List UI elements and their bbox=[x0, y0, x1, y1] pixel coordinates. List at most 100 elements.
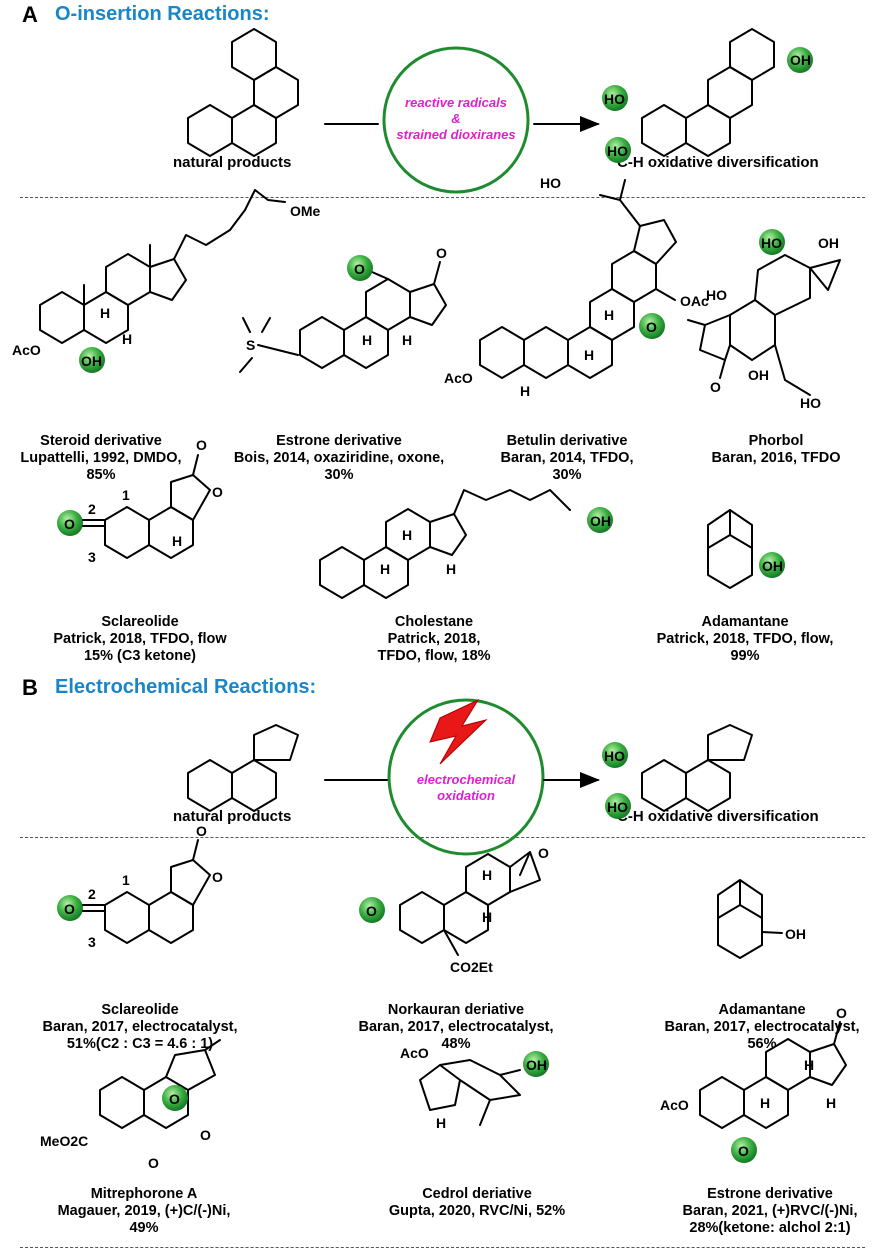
compound-detail: 28%(ketone: alchol 2:1) bbox=[689, 1220, 851, 1236]
structure-adamantane-a: OH bbox=[707, 509, 785, 589]
compound-name: Adamantane bbox=[718, 1002, 806, 1018]
ball-icon bbox=[587, 507, 613, 533]
atom-label: H bbox=[760, 1095, 770, 1111]
atom-label: O bbox=[738, 1143, 749, 1159]
atom-label: OH bbox=[818, 235, 839, 251]
atom-label: AcO bbox=[12, 342, 41, 358]
atom-label: HO bbox=[706, 287, 727, 303]
atom-label: O bbox=[200, 1127, 211, 1143]
compound-detail: Patrick, 2018, bbox=[387, 631, 481, 647]
divider bbox=[20, 1247, 865, 1248]
ball-icon bbox=[347, 255, 373, 281]
hydroxyl-label: HO bbox=[607, 143, 628, 159]
atom-label: H bbox=[100, 305, 110, 321]
compound-detail: Baran, 2017, electrocatalyst, bbox=[664, 1019, 860, 1035]
atom-label: H bbox=[380, 561, 390, 577]
divider bbox=[20, 197, 865, 198]
atom-label: OH bbox=[81, 353, 102, 369]
hydroxyl-label: HO bbox=[604, 91, 625, 107]
scheme-a-start-structure bbox=[187, 28, 299, 157]
compound-detail: Patrick, 2018, TFDO, flow bbox=[53, 631, 227, 647]
compound-detail: Lupattelli, 1992, DMDO, bbox=[20, 450, 182, 466]
compound-name: Estrone derivative bbox=[707, 1186, 833, 1202]
ball-icon bbox=[639, 313, 665, 339]
atom-label: OH bbox=[526, 1057, 547, 1073]
scheme-a-product-structure: HO HO OH bbox=[602, 28, 813, 163]
ball-icon bbox=[731, 1137, 757, 1163]
caption-adamantane-a: Adamantane Patrick, 2018, TFDO, flow, 99… bbox=[657, 614, 834, 665]
structure-estrone-derivative-a: O O S H H bbox=[239, 245, 447, 373]
caption-phorbol: Phorbol Baran, 2016, TFDO bbox=[712, 433, 841, 467]
ball-icon bbox=[523, 1051, 549, 1077]
ball-icon bbox=[57, 510, 83, 536]
atom-label: S bbox=[246, 337, 255, 353]
caption-norkauran: Norkauran deriative Baran, 2017, electro… bbox=[358, 1002, 553, 1053]
atom-label: OH bbox=[590, 513, 611, 529]
structure-cholestane: OH H H H bbox=[319, 489, 613, 599]
reagent-line: electrochemical bbox=[416, 772, 516, 787]
atom-label: 1 bbox=[122, 487, 130, 503]
compound-name: Mitrephorone A bbox=[90, 1186, 198, 1202]
ball-icon bbox=[162, 1085, 188, 1111]
caption-sclareolide-b: Sclareolide Baran, 2017, electrocatalyst… bbox=[42, 1002, 237, 1053]
atom-label: H bbox=[362, 332, 372, 348]
caption-steroid: Steroid derivative Lupattelli, 1992, DMD… bbox=[20, 433, 181, 484]
atom-label: O bbox=[354, 261, 365, 277]
atom-label: H bbox=[482, 867, 492, 883]
atom-label: O bbox=[366, 903, 377, 919]
atom-label: 2 bbox=[88, 501, 96, 517]
structure-sclareolide-b: O O O 1 2 3 bbox=[57, 823, 223, 950]
atom-label: OH bbox=[762, 558, 783, 574]
ball-icon bbox=[759, 229, 785, 255]
atom-label: H bbox=[402, 527, 412, 543]
scheme-b-reagent-circle bbox=[387, 698, 545, 856]
section-b-letter: B bbox=[22, 675, 38, 700]
compound-name: Estrone derivative bbox=[276, 433, 402, 449]
scheme-a-reagent: reactive radicals & strained dioxiranes bbox=[396, 95, 515, 143]
atom-label: H bbox=[584, 347, 594, 363]
atom-label: H bbox=[482, 909, 492, 925]
atom-label: 3 bbox=[88, 934, 96, 950]
compound-name: Steroid derivative bbox=[40, 433, 162, 449]
structure-sclareolide-a: O O O 1 2 3 H bbox=[57, 437, 223, 565]
atom-label: OH bbox=[748, 367, 769, 383]
compound-detail: Baran, 2016, TFDO bbox=[711, 450, 841, 466]
atom-label: CO2Et bbox=[450, 959, 493, 975]
section-a-letter: A bbox=[22, 2, 38, 27]
atom-label: AcO bbox=[400, 1045, 429, 1061]
atom-label: O bbox=[64, 516, 75, 532]
compound-detail: Patrick, 2018, TFDO, flow, bbox=[656, 631, 834, 647]
compound-detail: Baran, 2017, electrocatalyst, bbox=[42, 1019, 238, 1035]
caption-mitrephorone: Mitrephorone A Magauer, 2019, (+)C/(-)Ni… bbox=[58, 1186, 231, 1237]
scheme-b-start-label: natural products bbox=[173, 808, 292, 825]
atom-label: HO bbox=[800, 395, 821, 411]
atom-label: O bbox=[196, 437, 207, 453]
structure-steroid-derivative: OMe AcO OH H H bbox=[12, 189, 321, 373]
caption-sclareolide-a: Sclareolide Patrick, 2018, TFDO, flow 15… bbox=[53, 614, 226, 665]
compound-name: Norkauran deriative bbox=[387, 1002, 525, 1018]
atom-label: 3 bbox=[88, 549, 96, 565]
atom-label: H bbox=[122, 331, 132, 347]
atom-label: H bbox=[604, 307, 614, 323]
divider bbox=[20, 837, 865, 838]
compound-name: Adamantane bbox=[701, 614, 789, 630]
compound-detail: 48% bbox=[441, 1036, 471, 1052]
compound-detail: Baran, 2017, electrocatalyst, bbox=[358, 1019, 554, 1035]
atom-label: O bbox=[836, 1005, 847, 1021]
atom-label: H bbox=[436, 1115, 446, 1131]
atom-label: H bbox=[520, 383, 530, 399]
compound-detail: 51%(C2 : C3 = 4.6 : 1) bbox=[66, 1036, 214, 1052]
compound-name: Cholestane bbox=[394, 614, 474, 630]
structure-betulin-derivative: HO OAc O AcO H H H bbox=[444, 175, 709, 399]
compound-name: Betulin derivative bbox=[506, 433, 628, 449]
scheme-b-reagent: electrochemical oxidation bbox=[417, 772, 515, 804]
atom-label: O bbox=[148, 1155, 159, 1171]
atom-label: O bbox=[710, 379, 721, 395]
atom-label: AcO bbox=[660, 1097, 689, 1113]
atom-label: AcO bbox=[444, 370, 473, 386]
compound-detail: Gupta, 2020, RVC/Ni, 52% bbox=[388, 1203, 566, 1219]
caption-betulin: Betulin derivative Baran, 2014, TFDO, 30… bbox=[501, 433, 634, 484]
atom-label: O bbox=[436, 245, 447, 261]
structure-estrone-derivative-b: O AcO O H H H bbox=[660, 1005, 847, 1163]
compound-detail: 15% (C3 ketone) bbox=[83, 648, 196, 664]
